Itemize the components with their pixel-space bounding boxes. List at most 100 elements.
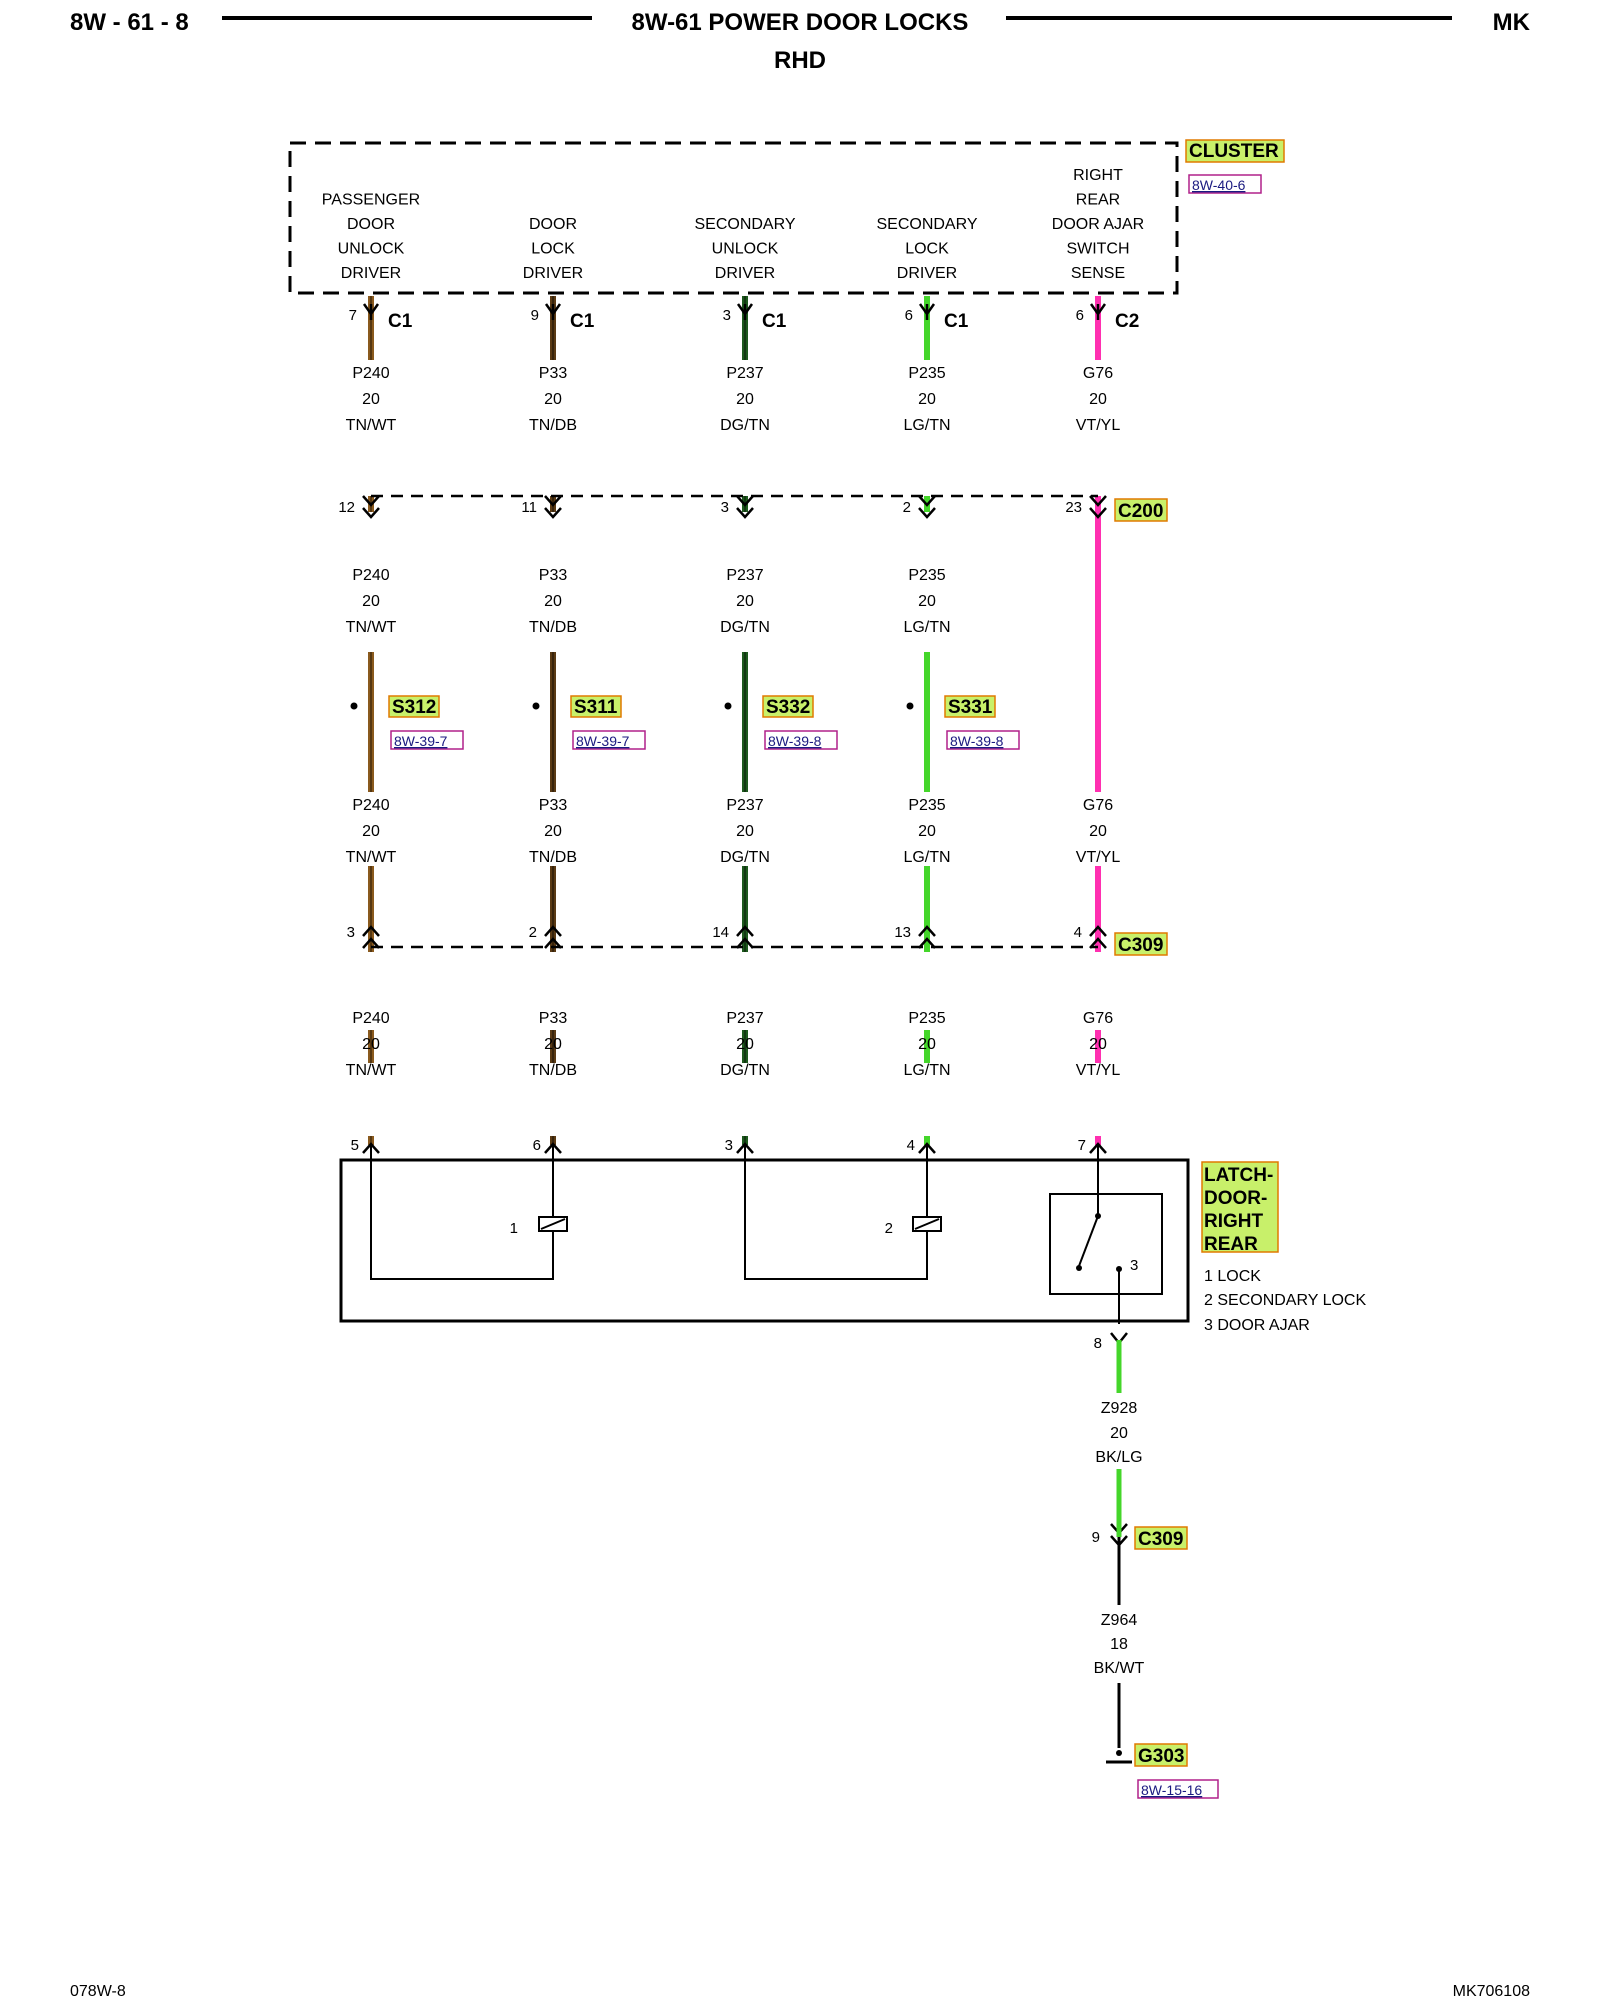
latch-name-1: LATCH- [1204, 1165, 1273, 1186]
wire-circuit-label: P235 [908, 797, 945, 814]
z964-gauge: 18 [1110, 1636, 1128, 1653]
latch-name-3: RIGHT [1204, 1211, 1264, 1232]
wire-color-label: TN/WT [346, 417, 397, 434]
c309-caret [362, 925, 380, 937]
wire-circuit-label: P33 [539, 1010, 568, 1027]
c309-pin-number: 14 [712, 924, 729, 941]
c309-pin-number: 13 [894, 924, 911, 941]
wire-color-label: TN/DB [529, 1062, 577, 1079]
inline-c309-tag-bg [1134, 1526, 1188, 1550]
wire-gauge-label: 20 [362, 1036, 380, 1053]
ajar-switch-box [1049, 1193, 1163, 1295]
wire-gauge-label: 20 [1089, 391, 1107, 408]
c200-fork [736, 507, 754, 519]
c309-caret [918, 925, 936, 937]
wire-circuit-label: P240 [352, 365, 389, 382]
ground-ref: 8W-15-16 [1141, 1782, 1202, 1798]
lock-actuator-slash [540, 1218, 566, 1230]
inline-c309-name: C309 [1138, 1529, 1183, 1550]
latch-outline [339, 1158, 1190, 1323]
wire-color-label: VT/YL [1076, 417, 1121, 434]
cluster-pin-number: 7 [349, 307, 357, 324]
wire-gauge-label: 20 [544, 1036, 562, 1053]
latch-legend-2: 2 SECONDARY LOCK [1204, 1292, 1366, 1309]
wire-color-label: LG/TN [903, 417, 950, 434]
latch-pin-number: 4 [907, 1137, 915, 1154]
ajar-switch-pivot [1076, 1265, 1082, 1271]
cluster-function-label: RIGHT [1073, 167, 1123, 184]
model-code: MK [1493, 9, 1531, 36]
wire-gauge-label: 20 [544, 593, 562, 610]
c309-caret [736, 925, 754, 937]
cluster-function-label: SECONDARY [694, 216, 795, 233]
c309-caret [362, 937, 380, 949]
wire-gauge-label: 20 [362, 593, 380, 610]
c309-caret [736, 937, 754, 949]
wire-circuit-label: P33 [539, 567, 568, 584]
splice-ref-box [946, 730, 1020, 750]
wire-gauge-label: 20 [918, 1036, 936, 1053]
splice-tag-bg [762, 695, 814, 718]
wire-circuit-label: P235 [908, 567, 945, 584]
c200-fork [736, 495, 754, 507]
wire-color-label: LG/TN [903, 1062, 950, 1079]
wire-labels: P24020TN/WTP24020TN/WTP24020TN/WTP24020T… [346, 365, 1121, 1079]
wire-circuit-label: G76 [1083, 365, 1113, 382]
wire-color-label: TN/DB [529, 849, 577, 866]
wire-gauge-label: 20 [544, 823, 562, 840]
latch-pin-number: 7 [1078, 1137, 1086, 1154]
footer-left-code: 078W-8 [70, 1983, 126, 2000]
cluster-ref-box [1188, 174, 1262, 194]
cluster-outline [288, 141, 1179, 295]
splice-ref-box [572, 730, 646, 750]
wire-circuit-label: G76 [1083, 1010, 1113, 1027]
cluster-function-label: DRIVER [897, 265, 957, 282]
page-header: 8W - 61 - 8 8W-61 POWER DOOR LOCKS MK RH… [70, 9, 1531, 74]
cluster-pin-number: 6 [905, 307, 913, 324]
c309-caret [918, 937, 936, 949]
wire-circuit-label: P240 [352, 1010, 389, 1027]
c309-tag-bg [1114, 932, 1168, 956]
cluster-function-label: LOCK [531, 241, 575, 258]
wire-gauge-label: 20 [736, 823, 754, 840]
g303-tag-bg [1134, 1743, 1188, 1767]
cluster-pin-connector: C2 [1115, 311, 1139, 332]
latch-legend-1: 1 LOCK [1204, 1268, 1261, 1285]
cluster-function-label: UNLOCK [338, 241, 405, 258]
cluster-tag-bg [1185, 139, 1285, 163]
cluster-function-label: LOCK [905, 241, 949, 258]
element-number-secondary: 2 [885, 1220, 893, 1237]
splice-dot [350, 702, 358, 710]
c200-fork [544, 507, 562, 519]
latch-pin-number: 6 [533, 1137, 541, 1154]
wire-color-label: TN/DB [529, 619, 577, 636]
latch-pin-number: 3 [725, 1137, 733, 1154]
ajar-switch-blade [1078, 1215, 1099, 1267]
splice-dot [532, 702, 540, 710]
splice-ref: 8W-39-7 [394, 733, 448, 749]
cluster-pin-number: 6 [1076, 307, 1084, 324]
cluster-pin-number: 9 [531, 307, 539, 324]
c309-caret [1089, 937, 1107, 949]
ground-name: G303 [1138, 1746, 1184, 1767]
latch-tag-bg [1201, 1161, 1279, 1253]
wire-gauge-label: 20 [918, 391, 936, 408]
c200-fork [1089, 507, 1107, 519]
c200-fork [544, 495, 562, 507]
cluster-function-label: DOOR [529, 216, 577, 233]
wire-circuit-label: P237 [726, 365, 763, 382]
wire-color-label: DG/TN [720, 1062, 770, 1079]
secondary-actuator-slash [914, 1218, 940, 1230]
cluster-name: CLUSTER [1189, 141, 1279, 162]
c200-tag-bg [1114, 498, 1168, 522]
c200-fork [362, 507, 380, 519]
cluster-function-label: REAR [1076, 192, 1120, 209]
splice-ref-box [390, 730, 464, 750]
wire-gauge-label: 20 [544, 391, 562, 408]
cluster-functions: PASSENGERDOORUNLOCKDRIVERDOORLOCKDRIVERS… [322, 167, 1144, 282]
page-code: 8W - 61 - 8 [70, 9, 189, 36]
wire-color-label: LG/TN [903, 619, 950, 636]
c200-fork [1089, 495, 1107, 507]
c309-name: C309 [1118, 935, 1163, 956]
